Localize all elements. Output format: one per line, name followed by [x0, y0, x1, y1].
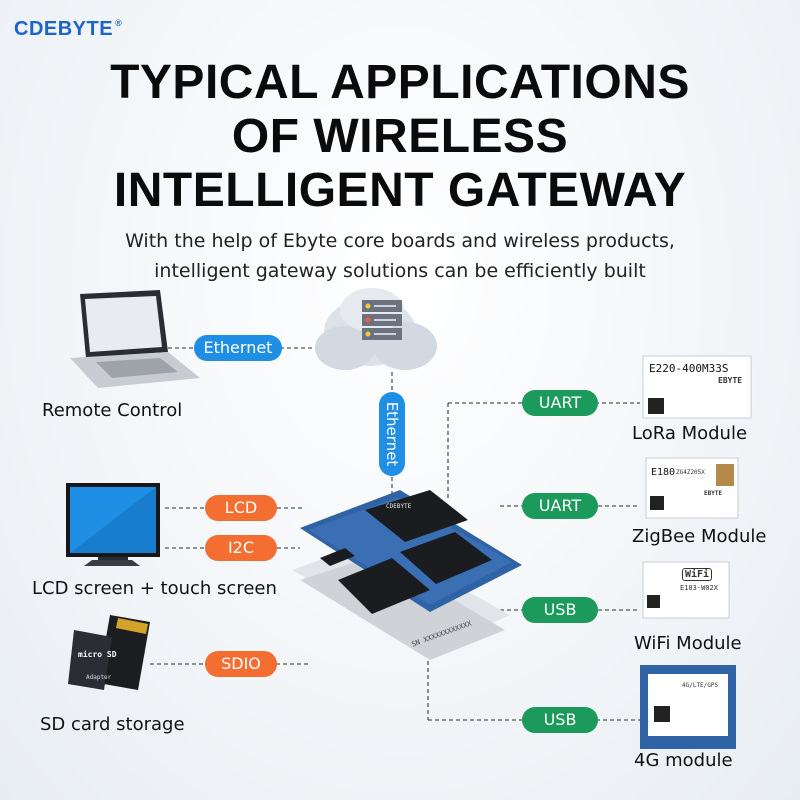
sdio-pill: SDIO: [205, 651, 277, 677]
lora-model-text: E220-400M33S: [649, 362, 729, 375]
sd-card-icon: [68, 615, 150, 690]
lcd-pill: LCD: [205, 495, 277, 521]
ethernet-vertical-label: Ethernet: [383, 401, 401, 467]
page-subtitle: With the help of Ebyte core boards and w…: [0, 226, 800, 286]
title-line-2: OF WIRELESS: [231, 110, 569, 163]
zigbee-sub-text: ZG4Z205X: [676, 469, 705, 476]
zigbee-brand-text: EBYTE: [704, 490, 723, 497]
sd-adapter-text: Adapter: [86, 674, 112, 681]
lcd-screen-icon: [66, 483, 160, 566]
registered-mark: ®: [115, 18, 123, 28]
zigbee-module-icon: [645, 457, 739, 519]
uart-pill-2: UART: [522, 493, 598, 519]
label-sd-card: SD card storage: [40, 714, 185, 735]
label-4g-module: 4G module: [634, 750, 733, 771]
laptop-icon: [70, 290, 200, 388]
title-line-1: TYPICAL APPLICATIONS: [110, 56, 690, 109]
uart-pill-1: UART: [522, 390, 598, 416]
usb-pill-2: USB: [522, 707, 598, 733]
label-zigbee-module: ZigBee Module: [632, 526, 767, 547]
brand-name: CDEBYTE: [14, 18, 114, 40]
wifi-logo-text: WiFi: [682, 568, 713, 581]
core-board-icon: [292, 490, 522, 660]
page-title: TYPICAL APPLICATIONS OF WIRELESS INTELLI…: [0, 56, 800, 218]
usb-pill-1: USB: [522, 597, 598, 623]
wifi-module-icon: [642, 561, 730, 619]
label-lora-module: LoRa Module: [632, 423, 748, 444]
subtitle-line-2: intelligent gateway solutions can be eff…: [154, 260, 646, 282]
g4-sub-text: 4G/LTE/GPS: [682, 682, 719, 689]
ethernet-pill: Ethernet: [194, 335, 282, 361]
lora-brand-text: EBYTE: [718, 376, 743, 385]
label-lcd-screen: LCD screen + touch screen: [32, 578, 277, 599]
sd-brand-text: micro SD: [78, 650, 117, 659]
board-brand-text: CDEBYTE: [386, 503, 412, 510]
wifi-model-text: E103-W02X: [680, 584, 718, 592]
zigbee-model-text: E180: [651, 467, 676, 478]
brand-logo: CDEBYTE®: [14, 18, 122, 41]
4g-module-icon: [640, 665, 736, 749]
label-wifi-module: WiFi Module: [634, 633, 742, 654]
lora-module-icon: [642, 355, 752, 419]
title-line-3: INTELLIGENT GATEWAY: [113, 164, 687, 217]
ethernet-vertical-pill: Ethernet: [379, 392, 405, 476]
subtitle-line-1: With the help of Ebyte core boards and w…: [125, 230, 675, 252]
cloud-server-icon: [315, 288, 437, 370]
i2c-pill: I2C: [205, 535, 277, 561]
label-remote-control: Remote Control: [42, 400, 183, 421]
